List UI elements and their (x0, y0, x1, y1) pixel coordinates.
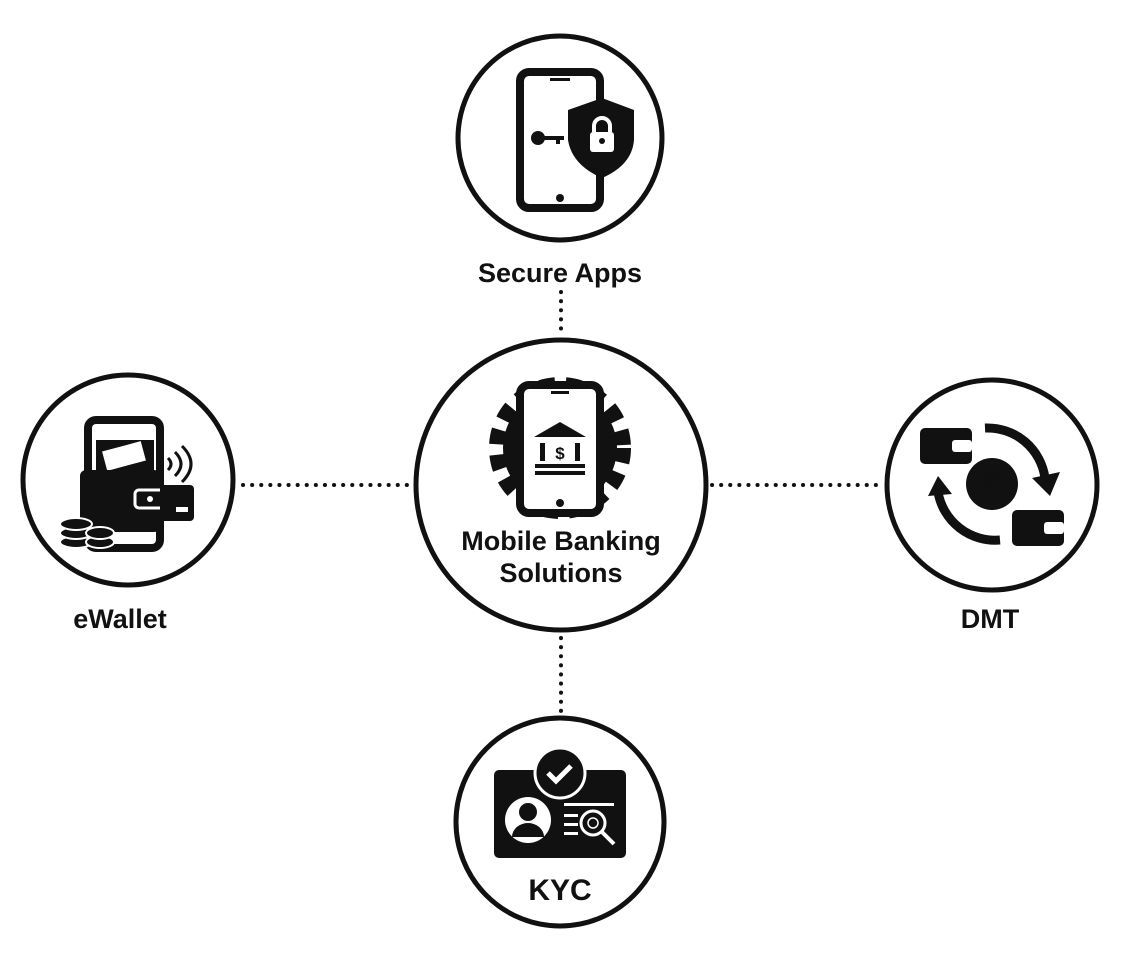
node-secure-apps: Secure Apps (455, 33, 665, 288)
bank-phone-gear-icon: $ (489, 377, 631, 519)
node-ewallet: eWallet (20, 372, 236, 634)
secure-apps-label: Secure Apps (478, 258, 642, 288)
center-label-line2: Solutions (500, 558, 623, 588)
wallet-phone-coins-icon (59, 416, 194, 552)
id-card-check-fingerprint-icon (494, 746, 626, 858)
ewallet-label: eWallet (73, 604, 167, 634)
node-dmt: ₹ DMT (884, 377, 1100, 634)
phone-shield-lock-key-icon (516, 68, 634, 212)
center-label-line1: Mobile Banking (461, 526, 661, 556)
svg-text:₹: ₹ (983, 469, 1001, 500)
svg-text:$: $ (555, 444, 565, 463)
dmt-label: DMT (961, 604, 1020, 634)
rupee-transfer-wallets-icon: ₹ (920, 423, 1064, 546)
center-node: $ Mobile Banking Solutions (413, 337, 709, 633)
kyc-label: KYC (528, 874, 591, 907)
node-kyc: KYC (453, 715, 667, 929)
